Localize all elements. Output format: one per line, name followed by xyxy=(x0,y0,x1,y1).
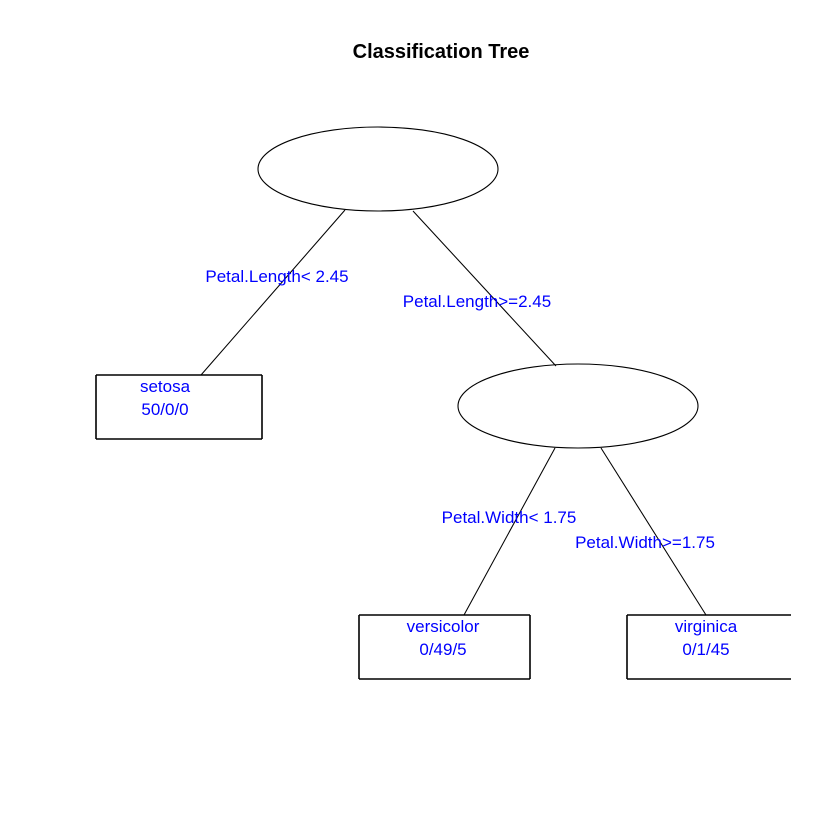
page-title: Classification Tree xyxy=(353,41,530,63)
leaf-class-label: setosa xyxy=(140,377,191,396)
split-condition-label: Petal.Length< 2.45 xyxy=(205,267,348,286)
leaf-node[interactable]: versicolor 0/49/5 xyxy=(358,614,531,680)
leaf-class-label: versicolor xyxy=(407,617,480,636)
internal-node-ellipse[interactable] xyxy=(458,364,698,448)
split-condition-label: Petal.Length>=2.45 xyxy=(403,292,551,311)
leaf-node[interactable]: setosa 50/0/0 xyxy=(95,374,263,440)
tree-edge xyxy=(600,447,707,616)
nodes-group: setosa 50/0/0 versicolor 0/49/5 virginica 0/1… xyxy=(95,127,791,680)
tree-edge xyxy=(463,447,556,616)
leaf-class-label: virginica xyxy=(675,617,738,636)
leaf-counts-label: 0/49/5 xyxy=(419,640,466,659)
tree-edge xyxy=(200,209,346,376)
split-condition-label: Petal.Width>=1.75 xyxy=(575,533,715,552)
edges-group xyxy=(200,209,707,616)
edge-labels-group: Petal.Length< 2.45Petal.Length>=2.45Peta… xyxy=(205,267,715,552)
leaf-node[interactable]: virginica 0/1/45 xyxy=(626,614,791,680)
split-condition-label: Petal.Width< 1.75 xyxy=(442,508,577,527)
leaf-counts-label: 0/1/45 xyxy=(682,640,729,659)
internal-node-ellipse[interactable] xyxy=(258,127,498,211)
tree-edge xyxy=(412,210,557,367)
leaf-counts-label: 50/0/0 xyxy=(141,400,188,419)
